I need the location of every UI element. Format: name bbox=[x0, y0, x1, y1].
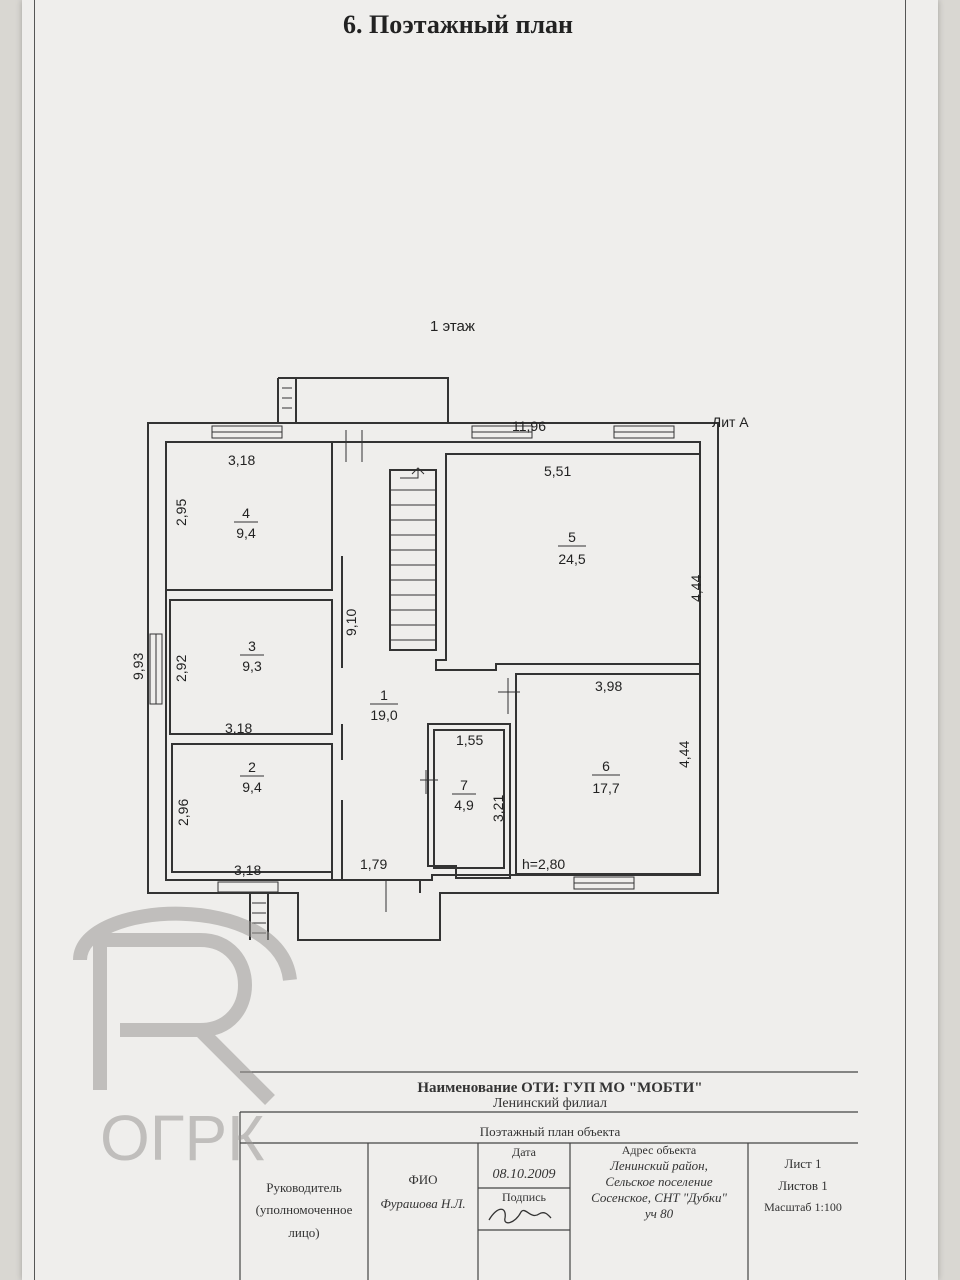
doc-name: Поэтажный план объекта bbox=[479, 1124, 621, 1139]
role-line-3: лицо) bbox=[288, 1225, 320, 1240]
address-line-3: Сосенское, СНТ "Дубки" bbox=[591, 1190, 727, 1205]
svg-text:9,4: 9,4 bbox=[236, 525, 256, 541]
document-sheet bbox=[22, 0, 938, 1280]
outer-wall bbox=[147, 422, 719, 941]
svg-text:1: 1 bbox=[380, 687, 388, 703]
inner-outline bbox=[165, 441, 701, 881]
svg-text:4,9: 4,9 bbox=[454, 797, 474, 813]
date-value: 08.10.2009 bbox=[492, 1167, 556, 1182]
dim-r5-width: 5,51 bbox=[544, 463, 571, 479]
branch-name: Ленинский филиал bbox=[493, 1096, 607, 1111]
page-title: 6. Поэтажный план bbox=[342, 10, 574, 39]
svg-text:6: 6 bbox=[602, 758, 610, 774]
watermark-text: ОГРК bbox=[100, 1102, 264, 1174]
dim-corridor: 9,10 bbox=[343, 609, 359, 636]
sheet-count: Листов 1 bbox=[778, 1178, 828, 1193]
svg-text:7: 7 bbox=[460, 777, 468, 793]
fio-value: Фурашова Н.Л. bbox=[380, 1196, 466, 1211]
svg-text:5: 5 bbox=[568, 529, 576, 545]
address-line-1: Ленинский район, bbox=[610, 1158, 708, 1173]
dim-r5-height: 4,44 bbox=[688, 575, 704, 602]
room-1-label: 1 19,0 bbox=[370, 687, 398, 723]
dim-r7-width: 1,55 bbox=[456, 732, 483, 748]
title-block-grid bbox=[239, 1071, 858, 1280]
dim-r7-height: 3,21 bbox=[490, 795, 506, 822]
room-3-label: 3 9,3 bbox=[240, 638, 264, 674]
dim-r6-width: 3,98 bbox=[595, 678, 622, 694]
address-label: Адрес объекта bbox=[621, 1143, 697, 1157]
room-5-outline bbox=[435, 453, 701, 671]
room-4-label: 4 9,4 bbox=[234, 505, 258, 541]
dim-r6-height: 4,44 bbox=[676, 741, 692, 768]
dim-r3-width: 3,18 bbox=[225, 720, 252, 736]
sheet-number: Лист 1 bbox=[784, 1156, 822, 1171]
floor-label: 1 этаж bbox=[430, 318, 475, 335]
svg-text:3: 3 bbox=[248, 638, 256, 654]
signature-mark bbox=[488, 1208, 552, 1224]
dim-r3-height: 2,92 bbox=[173, 655, 189, 682]
svg-text:17,7: 17,7 bbox=[592, 780, 619, 796]
room-5-label: 5 24,5 bbox=[558, 529, 586, 567]
fio-label: ФИО bbox=[408, 1172, 438, 1187]
dim-entry-width: 1,79 bbox=[360, 856, 387, 872]
address-line-4: уч 80 bbox=[644, 1206, 674, 1221]
svg-text:9,3: 9,3 bbox=[242, 658, 262, 674]
dim-r4-width: 3,18 bbox=[228, 452, 255, 468]
dim-r2-width: 3,18 bbox=[234, 862, 261, 878]
staircase bbox=[389, 469, 437, 651]
dim-top-total: 11,96 bbox=[512, 418, 546, 434]
dim-r4-height: 2,95 bbox=[173, 499, 189, 526]
svg-text:19,0: 19,0 bbox=[370, 707, 397, 723]
address-line-2: Сельское поселение bbox=[605, 1174, 713, 1189]
room-6-outline bbox=[515, 673, 701, 875]
role-line-2: (уполномоченное bbox=[255, 1202, 353, 1217]
porch-top bbox=[277, 377, 449, 423]
room-7-label: 7 4,9 bbox=[452, 777, 476, 813]
svg-text:2: 2 bbox=[248, 759, 256, 775]
drawing-frame bbox=[34, 0, 906, 1280]
signature-label: Подпись bbox=[501, 1190, 547, 1204]
lit-label: Лит А bbox=[712, 414, 749, 430]
room-7-outline bbox=[427, 723, 511, 879]
dim-r2-height: 2,96 bbox=[175, 799, 191, 826]
date-label: Дата bbox=[512, 1145, 536, 1159]
dim-left-total: 9,93 bbox=[130, 653, 146, 680]
svg-text:4: 4 bbox=[242, 505, 250, 521]
org-name: Наименование ОТИ: ГУП МО "МОБТИ" bbox=[417, 1080, 703, 1096]
role-line-1: Руководитель bbox=[266, 1180, 342, 1195]
scale: Масштаб 1:100 bbox=[764, 1200, 842, 1214]
svg-text:9,4: 9,4 bbox=[242, 779, 262, 795]
ceiling-height: h=2,80 bbox=[522, 856, 565, 872]
svg-text:24,5: 24,5 bbox=[558, 551, 585, 567]
room-6-label: 6 17,7 bbox=[592, 758, 620, 796]
ogrk-logo: ОГРК bbox=[60, 900, 320, 1180]
room-2-label: 2 9,4 bbox=[240, 759, 264, 795]
